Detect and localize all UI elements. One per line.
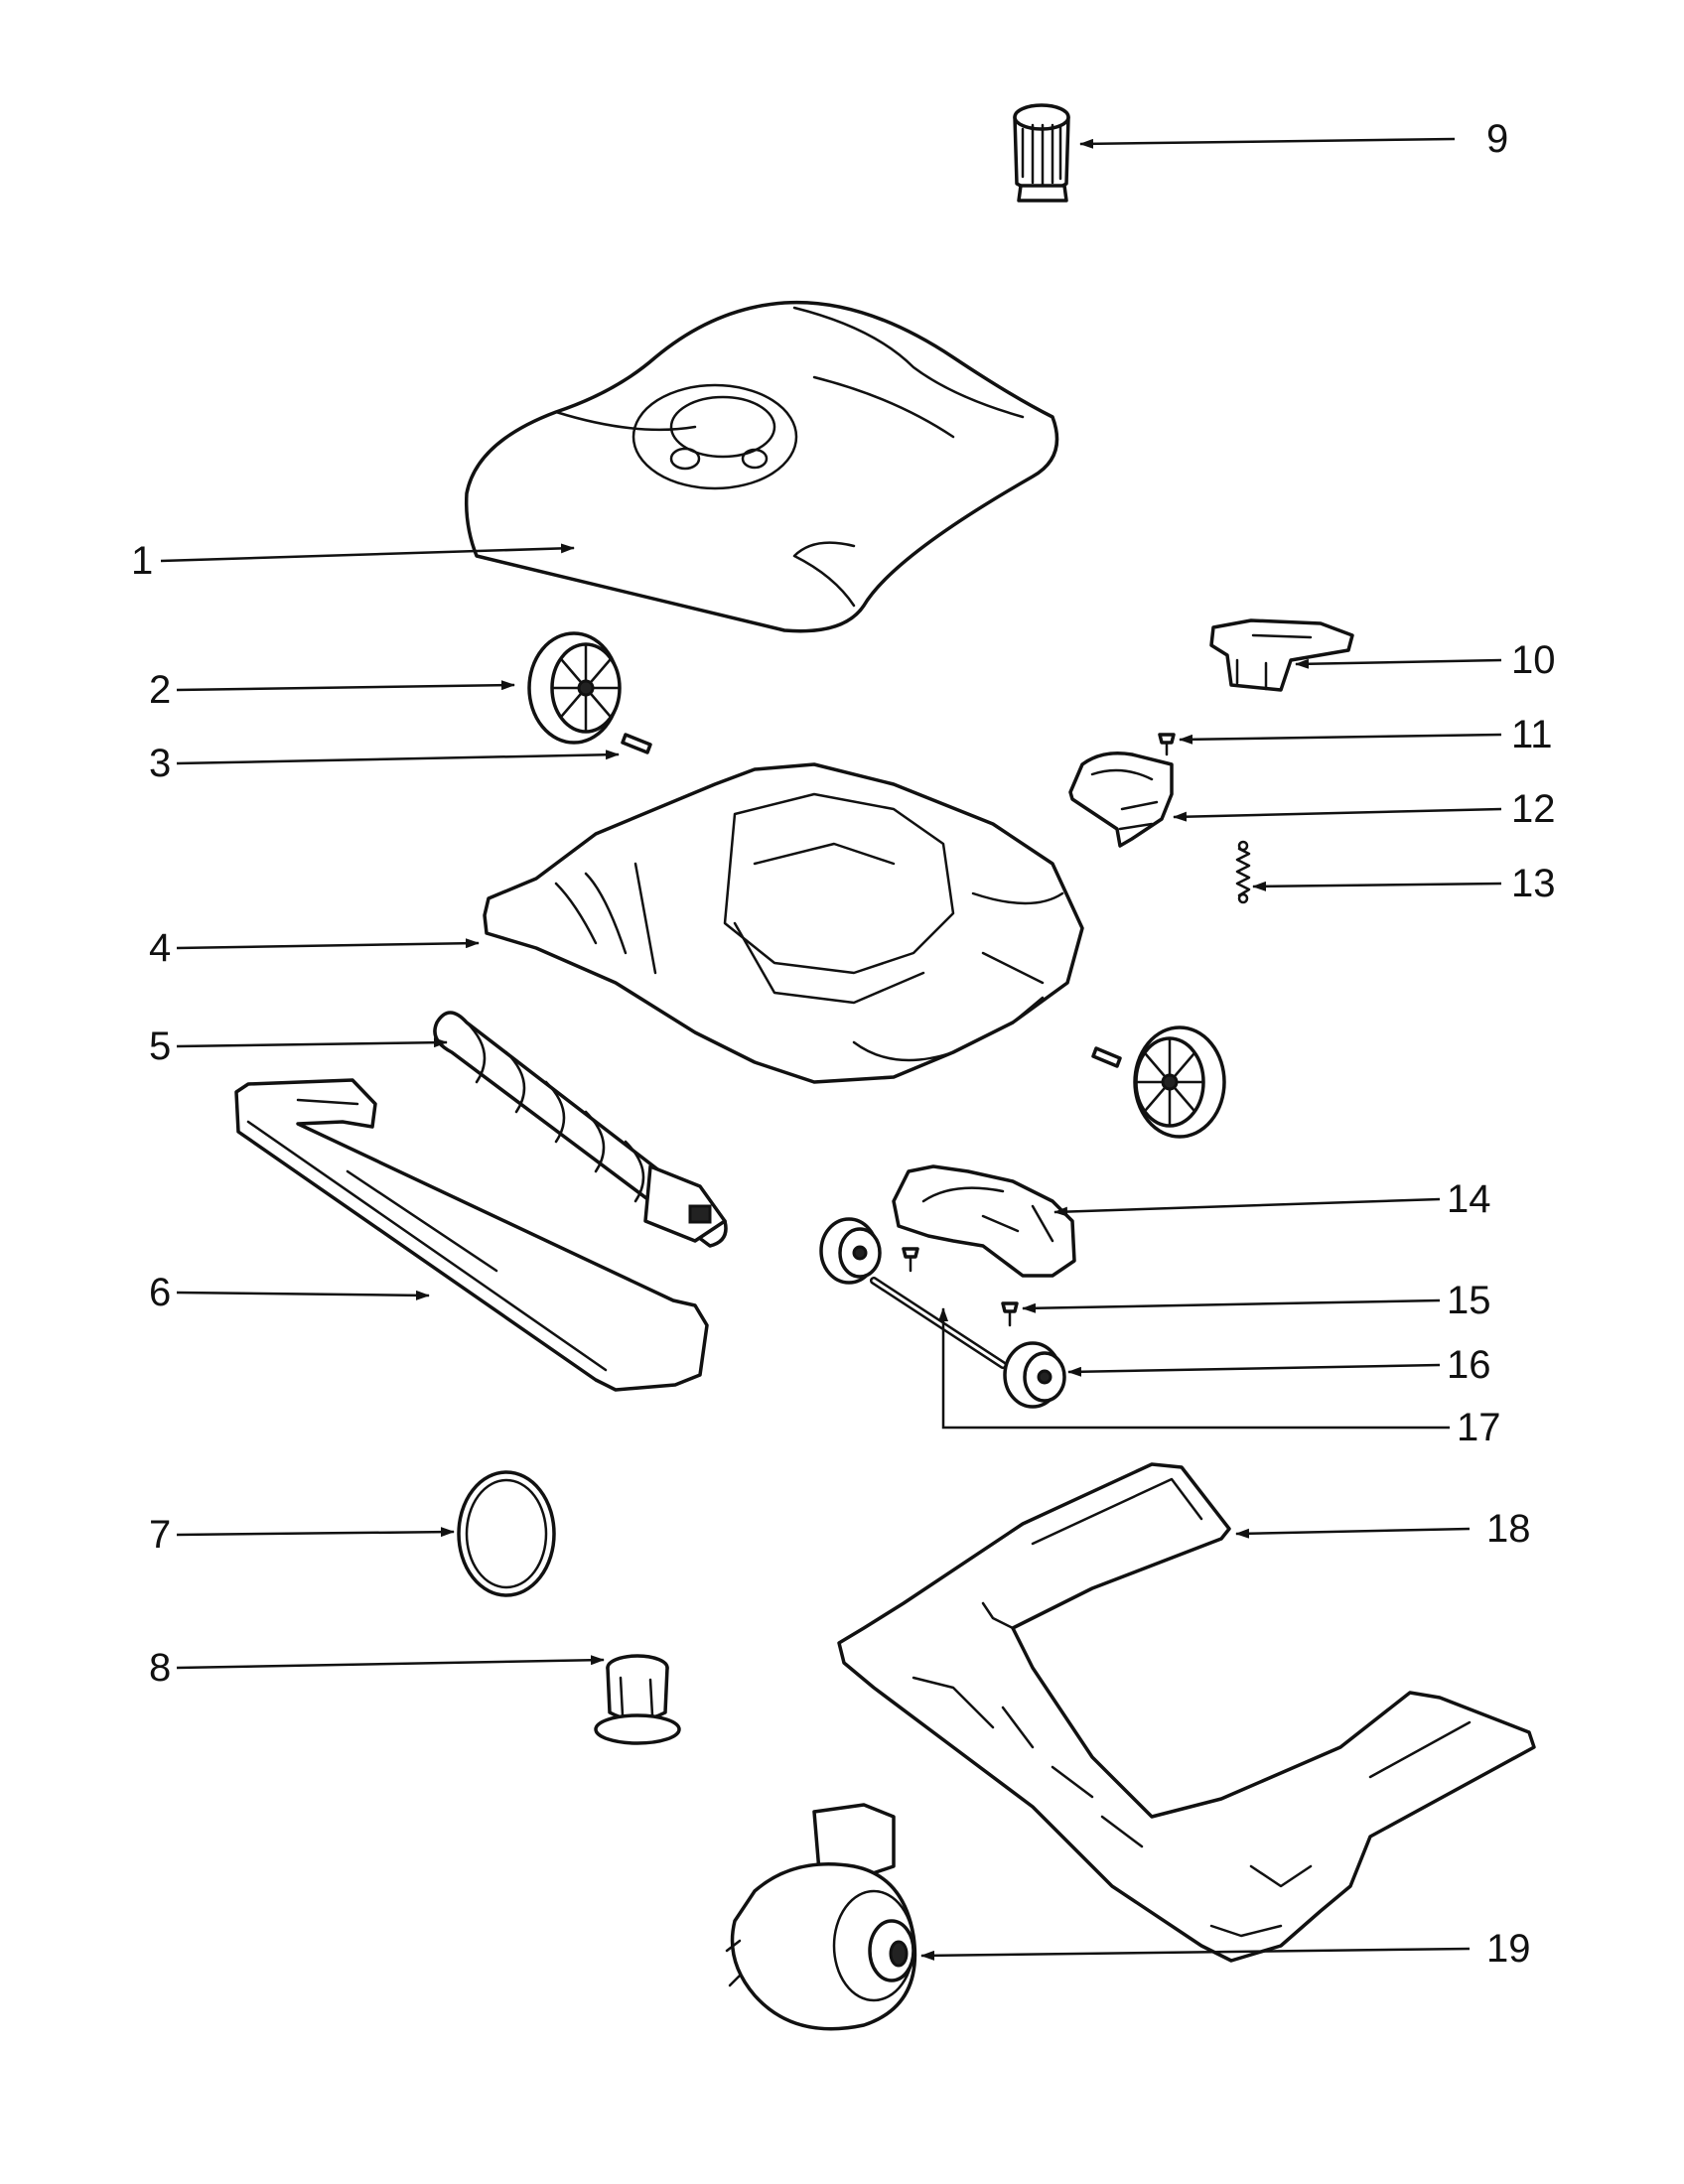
part-11-screw (1158, 733, 1176, 756)
callout-3: 3 (149, 742, 171, 785)
callout-17: 17 (1457, 1406, 1501, 1449)
part-8-filter-cup (594, 1654, 681, 1745)
part-9-filter (1013, 103, 1070, 203)
leader-3 (176, 750, 620, 765)
callout-19: 19 (1486, 1927, 1531, 1971)
callout-11: 11 (1511, 713, 1553, 756)
leader-9 (1079, 137, 1456, 149)
leader-7 (176, 1527, 455, 1538)
leader-4 (176, 938, 480, 950)
leader-19 (920, 1947, 1471, 1961)
leader-14 (1053, 1197, 1441, 1217)
callout-12: 12 (1511, 787, 1556, 831)
part-3-axle-pin (621, 733, 652, 754)
callout-labels: 1 2 3 4 5 6 7 8 9 10 11 12 13 14 15 16 1… (131, 117, 1556, 1971)
leader-5 (176, 1037, 448, 1048)
part-13-spring (1235, 840, 1251, 904)
callout-9: 9 (1486, 117, 1508, 161)
callout-13: 13 (1511, 862, 1556, 905)
leader-2 (176, 680, 515, 692)
part-10-latch-bracket (1209, 618, 1354, 692)
callout-15: 15 (1447, 1279, 1491, 1322)
callout-10: 10 (1511, 638, 1556, 682)
part-7-belt (457, 1470, 556, 1597)
callout-18: 18 (1486, 1507, 1531, 1551)
leader-10 (1295, 658, 1502, 669)
callout-5: 5 (149, 1024, 171, 1068)
leader-17 (938, 1307, 1450, 1430)
leader-8 (176, 1655, 605, 1670)
part-1-hood-cover (464, 300, 1059, 633)
part-19-motor (725, 1803, 917, 2031)
callout-16: 16 (1447, 1343, 1491, 1387)
leader-6 (176, 1290, 430, 1300)
part-wheel-right (1091, 1025, 1226, 1139)
part-16-17-rear-wheels-axle (819, 1217, 1066, 1409)
callout-7: 7 (149, 1513, 171, 1557)
leader-lines (160, 137, 1502, 1961)
part-14-bracket (892, 1164, 1076, 1278)
part-6-bumper-plate (234, 1078, 709, 1392)
part-12-pedal-housing (1068, 751, 1174, 848)
part-15-screws (902, 1247, 1019, 1327)
callout-2: 2 (149, 668, 171, 712)
callout-14: 14 (1447, 1177, 1491, 1221)
leader-15 (1022, 1298, 1441, 1313)
leader-16 (1067, 1363, 1441, 1377)
callout-4: 4 (149, 926, 171, 970)
callout-6: 6 (149, 1271, 171, 1314)
callout-1: 1 (131, 539, 153, 583)
part-18-base-plate (837, 1462, 1536, 1963)
leader-13 (1252, 881, 1502, 891)
leader-18 (1235, 1527, 1471, 1539)
part-4-base-housing (483, 762, 1084, 1084)
leader-1 (160, 543, 575, 563)
part-2-wheel (527, 631, 622, 745)
leader-12 (1173, 807, 1502, 822)
leader-11 (1179, 733, 1502, 745)
callout-8: 8 (149, 1646, 171, 1690)
